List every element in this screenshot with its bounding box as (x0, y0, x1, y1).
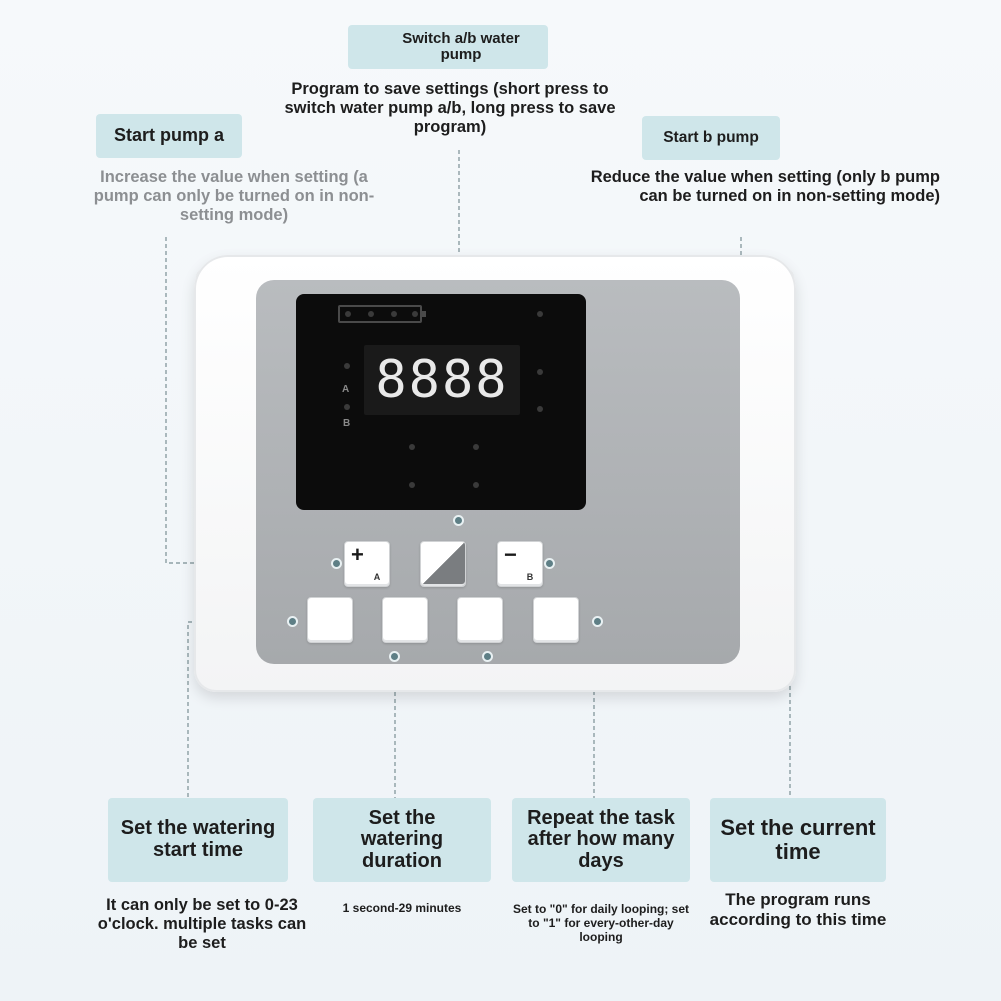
status-led (344, 363, 350, 369)
status-led (344, 404, 350, 410)
current-time-button[interactable] (533, 597, 579, 643)
start-time-tag: Set the watering start time (108, 798, 288, 882)
callout-marker (453, 515, 464, 526)
duration-label: Set the watering duration (360, 806, 444, 872)
start-pump-b-label: Start b pump (663, 128, 759, 146)
battery-icon (338, 305, 426, 323)
start-time-desc: It can only be set to 0-23 o'clock. mult… (97, 896, 307, 952)
callout-marker (482, 651, 493, 662)
duration-button[interactable] (382, 597, 428, 643)
callout-marker (331, 558, 342, 569)
start-time-button[interactable] (307, 597, 353, 643)
switch-pump-desc: Program to save settings (short press to… (284, 80, 616, 136)
duration-desc: 1 second-29 minutes (342, 901, 462, 915)
indicator-led (409, 444, 415, 450)
water-drop-a-icon: A (373, 572, 381, 582)
callout-marker (544, 558, 555, 569)
duration-tag: Set the watering duration (313, 798, 491, 882)
battery-dot (391, 311, 397, 317)
start-pump-a-tag: Start pump a (96, 114, 242, 158)
start-time-label: Set the watering start time (120, 817, 276, 861)
indicator-led (409, 482, 415, 488)
repeat-days-tag: Repeat the task after how many days (512, 798, 690, 882)
current-time-label: Set the current time (720, 815, 876, 864)
current-time-desc: The program runs according to this time (709, 890, 887, 929)
indicator-led (537, 369, 543, 375)
switch-pump-tag-label: Switch a/b water pump (402, 29, 520, 63)
callout-marker (592, 616, 603, 627)
battery-dot (368, 311, 374, 317)
plus-sign: + (351, 542, 364, 567)
minus-pump-b-button[interactable]: − B (497, 541, 543, 587)
callout-marker (287, 616, 298, 627)
indicator-led (473, 444, 479, 450)
repeat-days-label: Repeat the task after how many days (527, 806, 675, 872)
indicator-led (537, 406, 543, 412)
switch-save-button[interactable] (420, 541, 466, 587)
battery-dot (412, 311, 418, 317)
switch-pump-tag: Switch a/b water pump (348, 25, 548, 69)
led-label-a: A (342, 384, 350, 395)
repeat-days-desc: Set to "0" for daily looping; set to "1"… (512, 902, 690, 944)
repeat-days-button[interactable] (457, 597, 503, 643)
minus-sign: − (504, 542, 517, 567)
current-time-tag: Set the current time (710, 798, 886, 882)
led-label-b: B (343, 418, 351, 429)
battery-dot (345, 311, 351, 317)
start-pump-b-desc: Reduce the value when setting (only b pu… (590, 168, 940, 205)
water-drop-b-icon: B (526, 572, 534, 582)
start-pump-a-label: Start pump a (113, 125, 224, 146)
seven-segment-display: 8888 (364, 345, 520, 415)
plus-pump-a-button[interactable]: + A (344, 541, 390, 587)
indicator-led (537, 311, 543, 317)
callout-marker (389, 651, 400, 662)
start-pump-a-desc: Increase the value when setting (a pump … (93, 168, 375, 224)
indicator-led (473, 482, 479, 488)
start-pump-b-tag: Start b pump (642, 116, 780, 160)
